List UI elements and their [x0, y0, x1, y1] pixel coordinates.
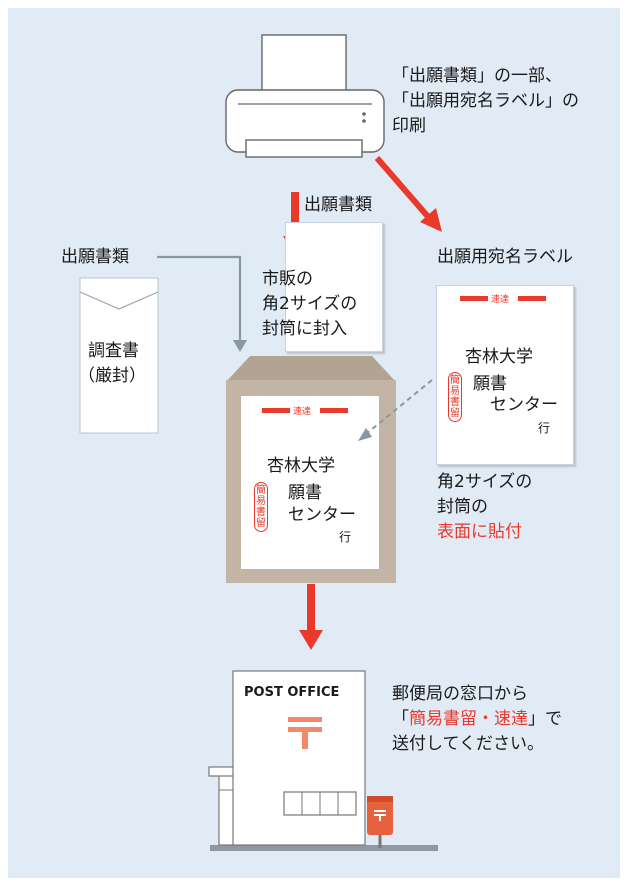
label-heading: 出願用宛名ラベル [437, 247, 573, 267]
left-docs-label: 出願書類 [61, 247, 129, 267]
quote-open: 「 [392, 709, 409, 729]
docs-arrow-label: 出願書類 [304, 195, 372, 215]
post-caption-line1: 郵便局の窓口から [392, 684, 528, 704]
printer-caption-line2: 「出願用宛名ラベル」の [392, 91, 579, 111]
envelope-registered-stamp: 簡 易 書 留 [254, 482, 268, 532]
envelope-school-name: 杏林大学 [267, 456, 335, 476]
post-mark-icon [288, 717, 322, 749]
label-school-name: 杏林大学 [465, 347, 533, 367]
left-connector-arrow [157, 255, 247, 352]
envelope-note-line3: 封筒に封入 [262, 319, 347, 339]
survey-sealed: （厳封） [78, 366, 146, 386]
stamp-char: 易 [450, 386, 460, 397]
post-office-sign: POST OFFICE [244, 685, 340, 700]
paste-note-line1: 角2サイズの [437, 472, 533, 492]
stamp-char: 留 [450, 408, 460, 419]
envelope-speed-bar-right [320, 408, 348, 413]
stamp-char: 簡 [256, 485, 266, 496]
survey-title: 調査書 [88, 341, 139, 361]
envelope-speed-bar-left [262, 408, 290, 413]
envelope-suffix: 行 [339, 530, 352, 544]
label-diagonal-arrow [374, 156, 442, 232]
stamp-char: 書 [256, 507, 266, 518]
printer-caption-line3: 印刷 [392, 116, 426, 136]
printer-icon [225, 34, 385, 158]
paste-note-line3: 表面に貼付 [437, 522, 522, 542]
quote-close: 」で [528, 709, 562, 729]
printed-documents-sheet [285, 222, 383, 352]
envelope-dept-line2: センター [288, 505, 356, 525]
mailbox-icon [367, 796, 393, 848]
stamp-char: 簡 [450, 375, 460, 386]
stamp-char: 書 [450, 397, 460, 408]
label-speed-text: 速達 [491, 295, 510, 305]
label-registered-stamp: 簡 易 書 留 [448, 372, 462, 422]
label-dept-line1: 願書 [473, 374, 507, 394]
registered-express-text: 簡易書留・速達 [409, 709, 528, 729]
label-suffix: 行 [538, 421, 551, 435]
survey-envelope [79, 277, 159, 434]
envelope-note-line2: 角2サイズの [262, 294, 358, 314]
label-speed-bar-left [460, 296, 488, 301]
stamp-char: 易 [256, 496, 266, 507]
envelope-dept-line1: 願書 [288, 483, 322, 503]
label-speed-bar-right [518, 296, 546, 301]
post-caption-line2: 「簡易書留・速達」で [392, 707, 562, 732]
paste-dashed-arrow [358, 379, 433, 441]
paste-note-line2: 封筒の [437, 497, 488, 517]
envelope-note-line1: 市販の [262, 269, 313, 289]
label-dept-line2: センター [490, 395, 558, 415]
post-office-building [208, 670, 438, 851]
printer-caption-line1: 「出願書類」の一部、 [392, 66, 562, 86]
post-caption-line3: 送付してください。 [392, 734, 544, 754]
envelope-speed-text: 速達 [293, 407, 312, 417]
mail-down-arrow [299, 584, 323, 650]
stamp-char: 留 [256, 518, 266, 529]
